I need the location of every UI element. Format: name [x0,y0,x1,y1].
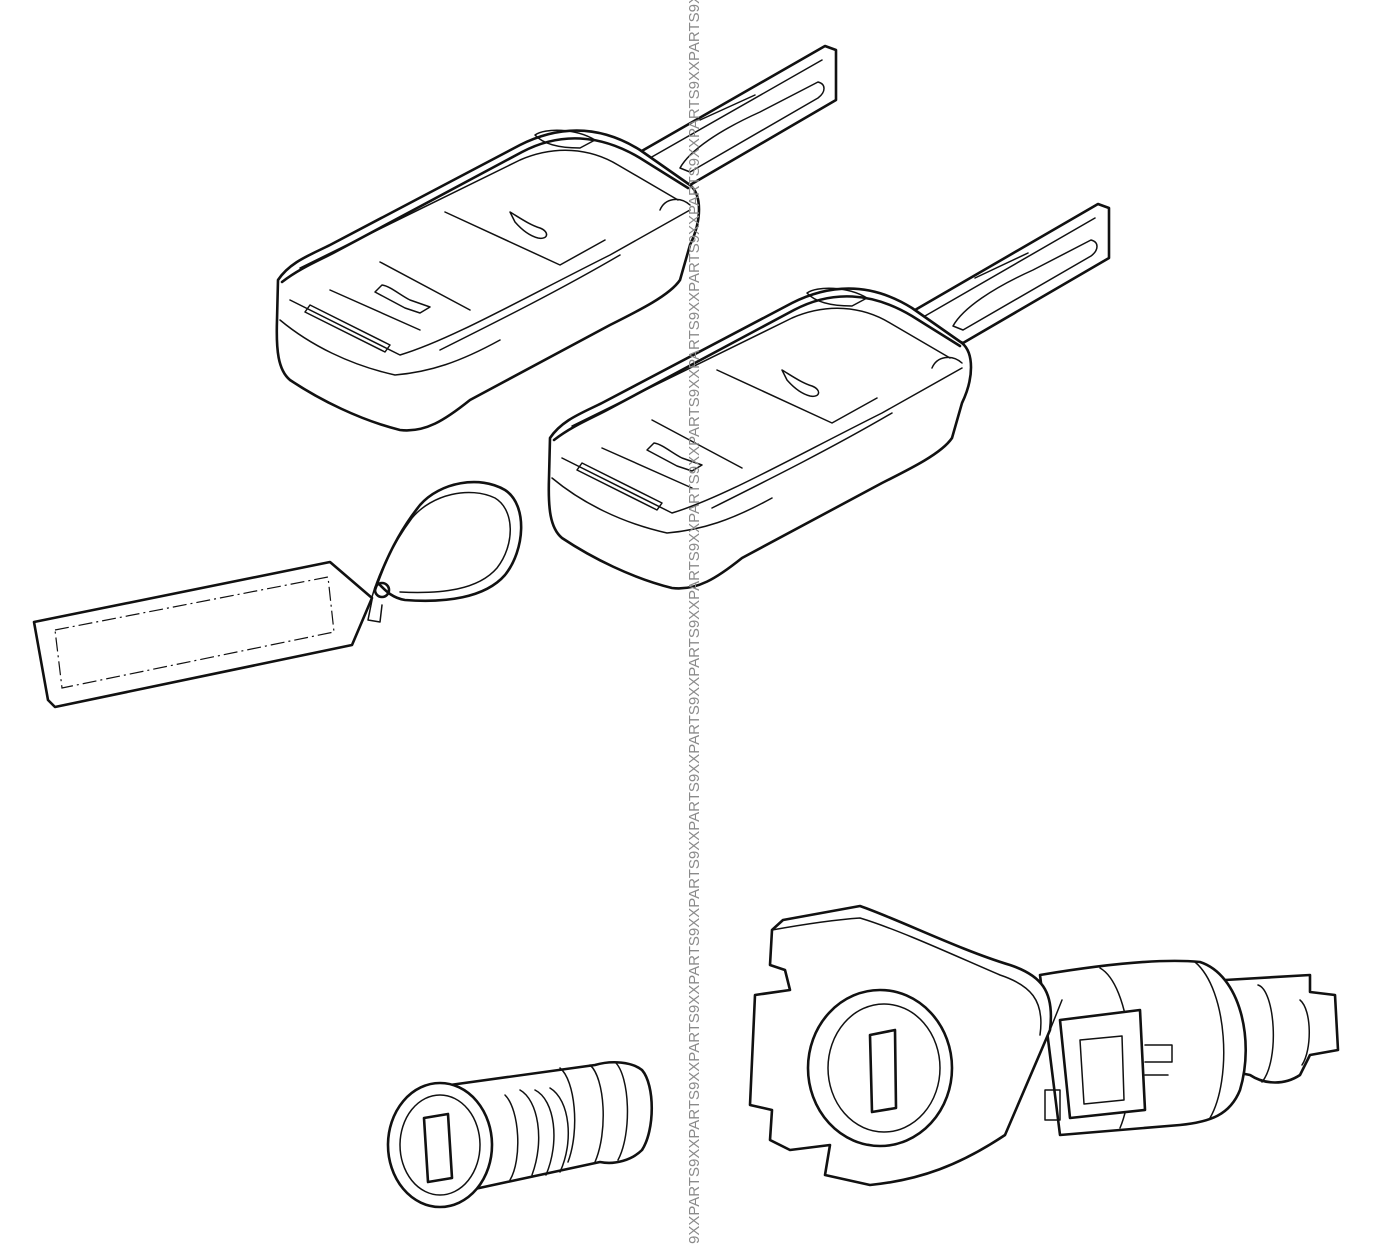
key-blade-icon [913,202,1111,345]
key-tag[interactable] [32,480,523,709]
watermark: 9XXPARTS9XXPARTS9XXPARTS9XXPARTS9XXPARTS… [678,0,714,1244]
watermark-text: 9XXPARTS9XXPARTS9XXPARTS9XXPARTS9XXPARTS… [686,0,703,1244]
key-fob-lower[interactable] [547,202,1111,590]
ignition-lock[interactable] [748,904,1340,1187]
key-blade-icon [638,44,838,187]
lock-cylinder[interactable] [386,1060,654,1209]
key-fob-upper[interactable] [275,44,838,432]
